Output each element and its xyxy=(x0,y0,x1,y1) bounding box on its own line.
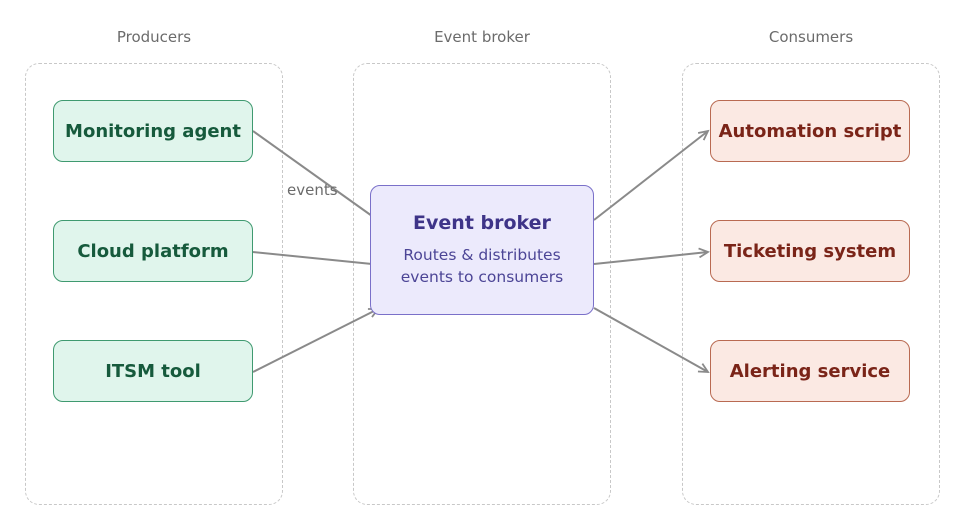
consumer-ticketing-system: Ticketing system xyxy=(710,220,910,282)
edge-monitoring-agent-to-broker xyxy=(252,130,373,217)
event-broker-title: Event broker xyxy=(413,212,551,234)
event-broker-node: Event broker Routes & distributes events… xyxy=(370,185,594,315)
event-broker-description: Routes & distributes events to consumers xyxy=(400,246,564,286)
producer-cloud-platform: Cloud platform xyxy=(53,220,253,282)
edge-cloud-platform-to-broker xyxy=(252,251,373,265)
producer-itsm-tool: ITSM tool xyxy=(53,340,253,402)
broker-lane xyxy=(353,63,611,505)
edge-broker-to-alerting-service xyxy=(593,307,708,372)
edge-broker-to-ticketing-system xyxy=(593,252,708,265)
broker-column-title: Event broker xyxy=(434,28,530,46)
consumers-column-title: Consumers xyxy=(768,28,854,46)
consumer-automation-script: Automation script xyxy=(710,100,910,162)
producers-lane xyxy=(25,63,283,505)
producers-column-title: Producers xyxy=(116,28,192,46)
consumer-alerting-service: Alerting service xyxy=(710,340,910,402)
edge-broker-to-automation-script xyxy=(593,131,708,221)
producer-monitoring-agent: Monitoring agent xyxy=(53,100,253,162)
edge-itsm-tool-to-broker xyxy=(252,309,378,373)
consumers-lane xyxy=(682,63,940,505)
events-edge-label: events xyxy=(287,181,338,199)
